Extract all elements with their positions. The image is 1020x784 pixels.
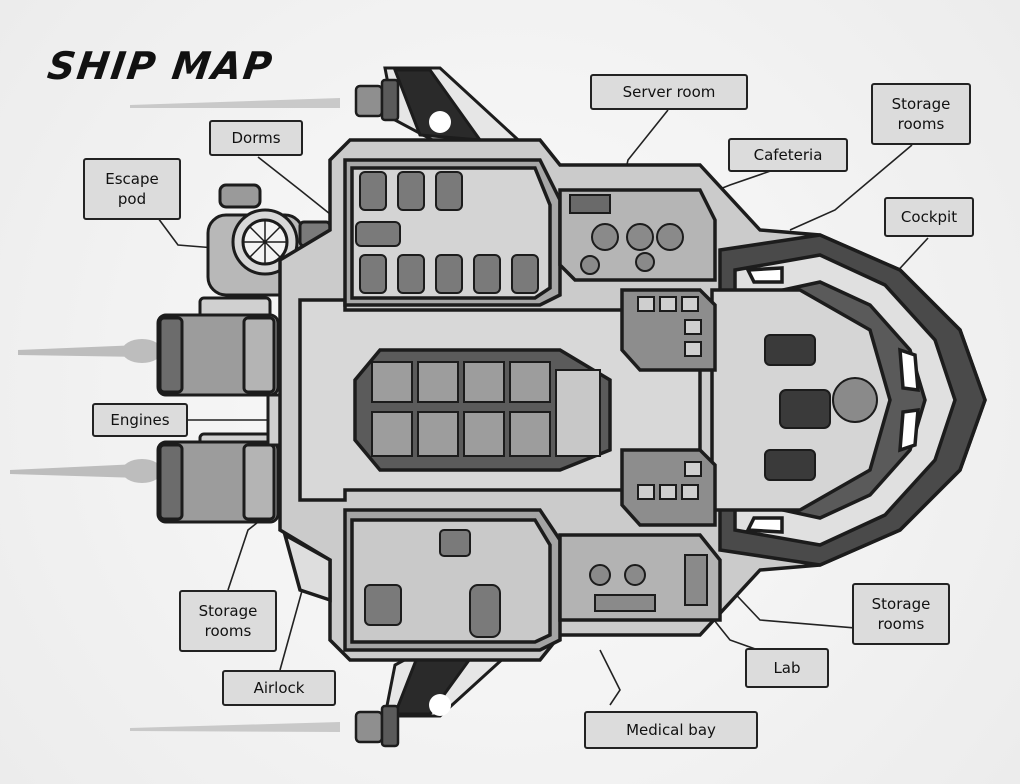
wing-thrusters bbox=[354, 78, 400, 748]
label-cockpit: Cockpit bbox=[884, 197, 974, 237]
label-storage-rooms-top: Storage rooms bbox=[871, 83, 971, 145]
escape-pod bbox=[206, 183, 332, 297]
label-medical-bay: Medical bay bbox=[584, 711, 758, 749]
hull bbox=[278, 138, 987, 662]
page-title: SHIP MAP bbox=[44, 44, 277, 88]
exhaust-trails bbox=[10, 98, 340, 732]
label-storage-rooms-right: Storage rooms bbox=[852, 583, 950, 645]
label-server-room: Server room bbox=[590, 74, 748, 110]
label-lab: Lab bbox=[745, 648, 829, 688]
label-dorms: Dorms bbox=[209, 120, 303, 156]
label-storage-rooms-left: Storage rooms bbox=[179, 590, 277, 652]
label-engines: Engines bbox=[92, 403, 188, 437]
label-cafeteria: Cafeteria bbox=[728, 138, 848, 172]
label-escape-pod: Escape pod bbox=[83, 158, 181, 220]
label-airlock: Airlock bbox=[222, 670, 336, 706]
